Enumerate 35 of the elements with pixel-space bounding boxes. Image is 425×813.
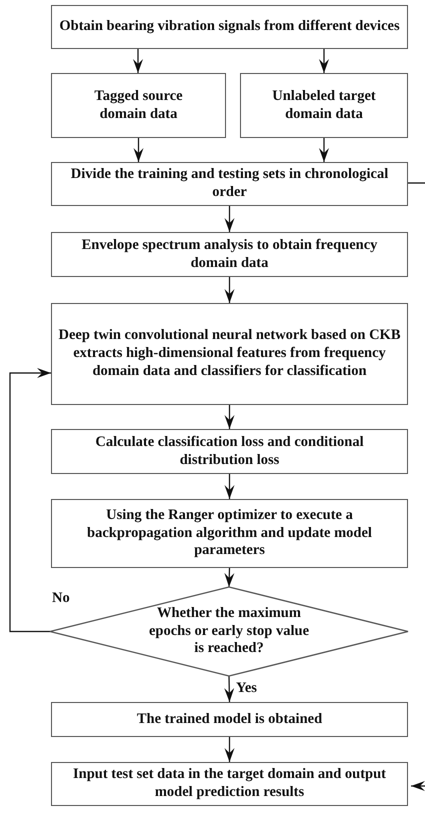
arrow	[9, 368, 51, 632]
node-text: Divide the training and testing sets in chronological order	[70, 166, 390, 202]
node-text: Obtain bearing vibration signals from different devices	[58, 18, 401, 36]
arrow	[224, 206, 234, 232]
arrow	[319, 138, 329, 162]
arrow	[224, 568, 234, 588]
node-text: The trained model is obtained	[136, 710, 324, 728]
process-box	[51, 232, 408, 277]
process-box	[51, 702, 408, 737]
process-box	[51, 429, 408, 474]
node-text: Deep twin convolutional neural network based on CKB extracts high-dimensional features from frequency domain data and classifiers for classification	[58, 327, 402, 381]
process-box	[51, 5, 408, 49]
process-box	[51, 303, 408, 405]
node-text: Input test set data in the target domain and output model prediction results	[72, 766, 387, 802]
node-text: Calculate classification loss and conditional distribution loss	[94, 434, 365, 470]
node-text: Whether the maximum epochs or early stop value is reached?	[148, 604, 310, 658]
arrow	[319, 49, 329, 73]
process-box	[51, 73, 226, 138]
process-box	[51, 762, 408, 806]
decision-diamond	[50, 587, 408, 676]
arrow	[224, 405, 234, 429]
node-text: Unlabeled target domain data	[271, 88, 377, 124]
process-box	[51, 499, 408, 568]
node-text: Using the Ranger optimizer to execute a backpropagation algorithm and update model parameters	[86, 506, 373, 560]
arrow	[133, 49, 143, 73]
arrow	[411, 781, 425, 791]
process-box	[240, 73, 408, 138]
arrow	[134, 138, 144, 162]
process-box	[51, 162, 408, 206]
node-text: Tagged source domain data	[93, 88, 184, 124]
arrow	[224, 737, 234, 762]
node-text: Envelope spectrum analysis to obtain frequency domain data	[80, 236, 378, 272]
arrow	[224, 676, 234, 702]
arrow	[224, 277, 234, 303]
arrow	[224, 474, 234, 499]
